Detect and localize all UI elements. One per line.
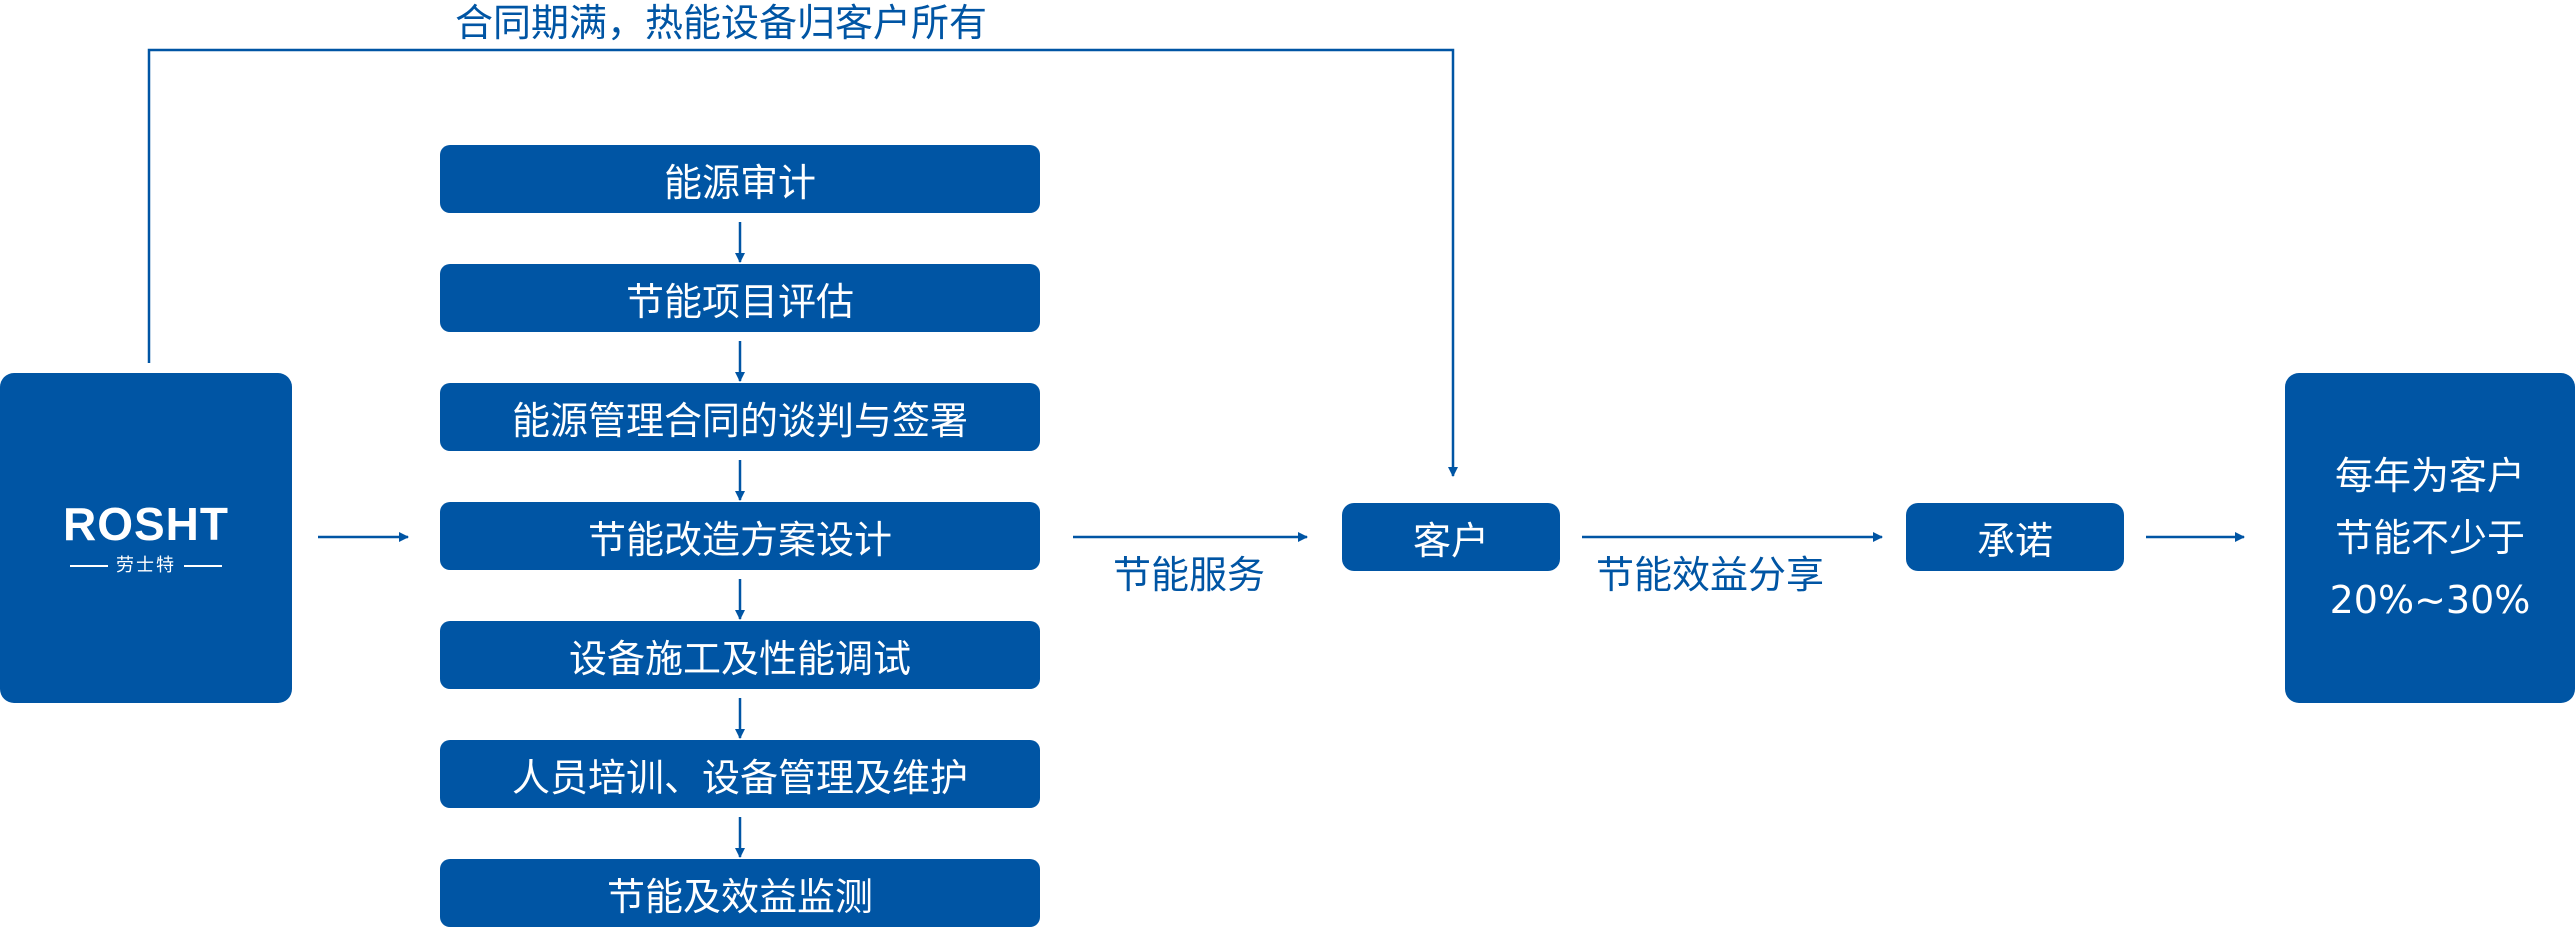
- step-energy-audit: 能源审计: [440, 145, 1040, 213]
- brand-logo: ROSHT: [63, 498, 229, 550]
- result-line-3: 20%~30%: [2329, 578, 2531, 622]
- rosht-logo-box: ROSHT 劳士特: [0, 373, 292, 703]
- step-project-evaluation: 节能项目评估: [440, 264, 1040, 332]
- benefit-sharing-label: 节能效益分享: [1596, 553, 1825, 597]
- energy-service-label: 节能服务: [1113, 553, 1266, 597]
- step-training-maintenance: 人员培训、设备管理及维护: [440, 740, 1040, 808]
- logo-divider-right: [184, 565, 222, 567]
- brand-sub-row: 劳士特: [62, 557, 230, 575]
- brand-sub-name: 劳士特: [116, 555, 176, 576]
- result-line-2: 节能不少于: [2334, 516, 2525, 560]
- step-contract-negotiation: 能源管理合同的谈判与签署: [440, 383, 1040, 451]
- client-box: 客户: [1342, 503, 1560, 571]
- result-line-1: 每年为客户: [2334, 454, 2525, 498]
- step-retrofit-design: 节能改造方案设计: [440, 502, 1040, 570]
- logo-divider-left: [70, 565, 108, 567]
- result-box: 每年为客户 节能不少于 20%~30%: [2285, 373, 2575, 703]
- contract-expiry-label: 合同期满，热能设备归客户所有: [455, 1, 988, 45]
- step-construction-commissioning: 设备施工及性能调试: [440, 621, 1040, 689]
- contract-expiry-connector: [147, 48, 1458, 477]
- step-benefit-monitoring: 节能及效益监测: [440, 859, 1040, 927]
- promise-box: 承诺: [1906, 503, 2124, 571]
